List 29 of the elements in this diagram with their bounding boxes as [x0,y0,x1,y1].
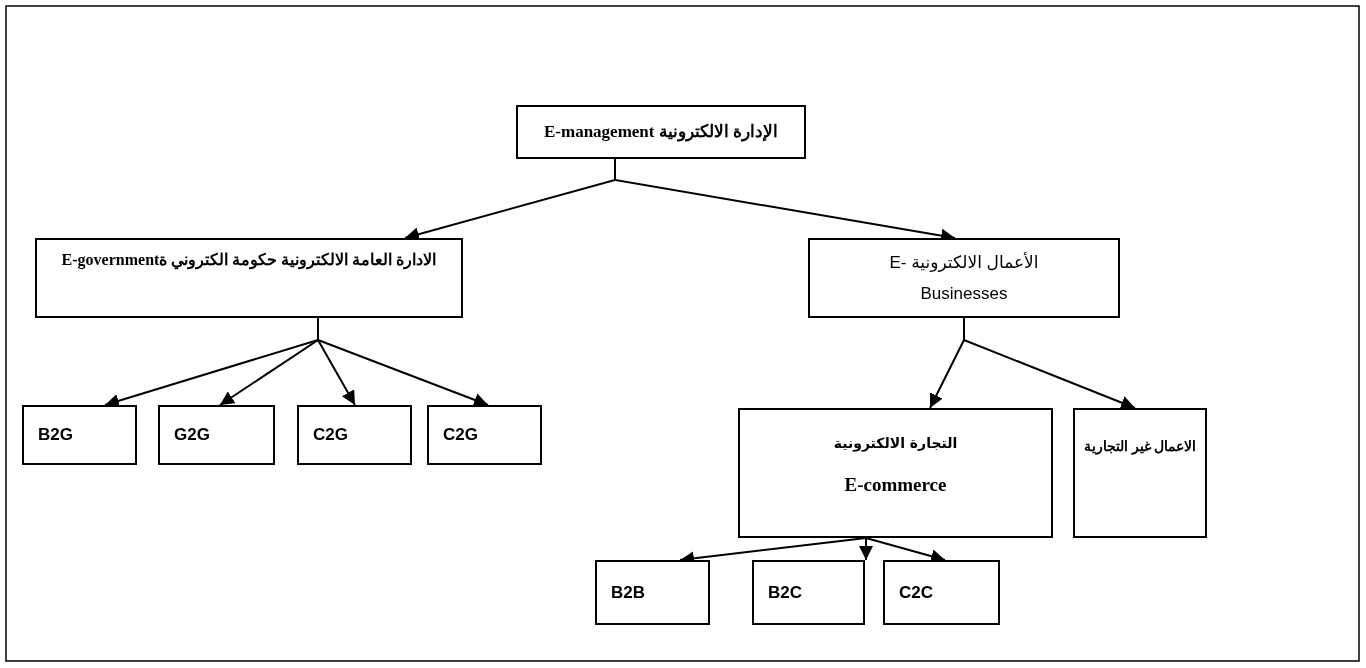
category-box [427,405,542,465]
node-label: G2G [174,425,210,445]
category-box [595,560,710,625]
node-label: C2C [899,582,933,603]
node-label: التجارة الالكترونية [833,434,958,454]
arrow [963,317,1136,410]
category-box [808,238,1120,318]
category-box [158,405,275,465]
arrow [317,317,489,407]
node-label: B2C [768,582,802,603]
arrow [859,537,873,561]
category-box [752,560,865,625]
category-box [516,105,806,159]
node-label: الأعمال الالكترونية -E Businesses [888,251,1040,305]
category-box [297,405,412,465]
category-box [22,405,137,465]
category-box [738,408,1053,538]
node-label: الادارة العامة الالكترونية حكومة الكتروني ةE-government [61,250,437,269]
node-label: C2G [443,425,478,445]
node-label: الاعمال غير التجارية [1084,438,1196,457]
category-box [35,238,463,318]
node-label: C2G [313,425,348,445]
node-label: E-commerce [844,472,947,497]
node-label: الإدارة الالكترونية E-management [544,121,778,142]
arrow [865,537,946,563]
category-box [1073,408,1207,538]
node-label: B2B [611,582,645,603]
category-box [883,560,1000,625]
node-label: B2G [38,425,73,445]
